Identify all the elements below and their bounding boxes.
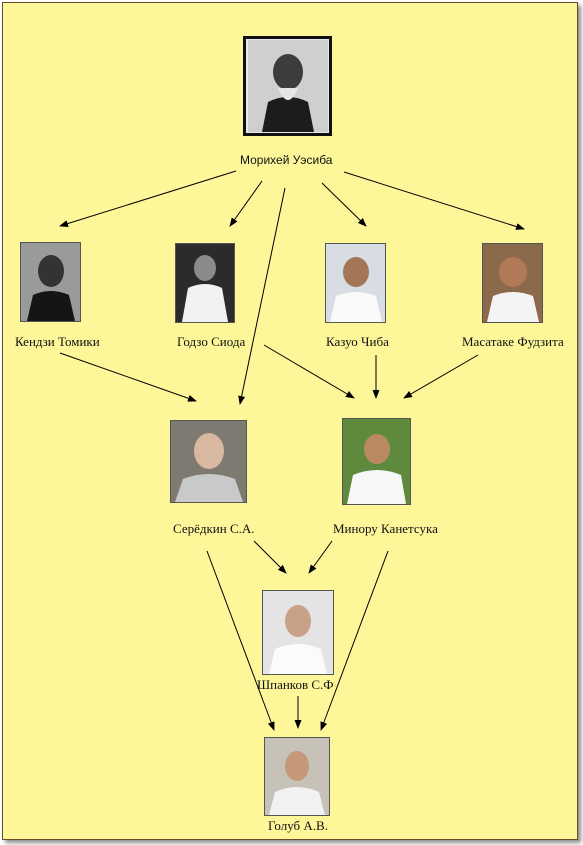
portrait-icon bbox=[483, 244, 542, 322]
arrow-seryodkin-to-shpankov bbox=[253, 540, 287, 574]
name-golub: Голуб А.В. bbox=[268, 818, 328, 833]
portrait-icon bbox=[326, 244, 385, 322]
photo-golub bbox=[264, 737, 330, 816]
portrait-icon bbox=[265, 738, 329, 815]
name-shpankov: Шпанков С.Ф bbox=[257, 677, 334, 692]
arrow-shioda-to-kanetsuka bbox=[263, 344, 355, 399]
name-tomiki: Кендзи Томики bbox=[15, 334, 100, 349]
name-kanetsuka: Минору Канетсука bbox=[333, 521, 438, 536]
arrow-ueshiba-to-shioda bbox=[229, 180, 263, 227]
photo-shpankov bbox=[262, 590, 334, 675]
portrait-icon bbox=[176, 244, 234, 322]
arrow-kanetsuka-to-shpankov bbox=[308, 540, 333, 574]
photo-shioda bbox=[175, 243, 235, 323]
name-seryodkin: Серёдкин С.А. bbox=[173, 521, 255, 536]
arrow-tomiki-to-seryodkin bbox=[59, 352, 197, 402]
photo-fujita bbox=[482, 243, 543, 323]
photo-chiba bbox=[325, 243, 386, 323]
arrow-ueshiba-to-fujita bbox=[343, 171, 525, 230]
arrow-ueshiba-to-tomiki bbox=[59, 170, 237, 227]
arrow-fujita-to-kanetsuka bbox=[403, 354, 479, 399]
portrait-icon bbox=[263, 591, 333, 674]
name-shioda: Годзо Сиода bbox=[177, 334, 246, 349]
arrow-seryodkin-to-golub bbox=[206, 550, 275, 731]
portrait-icon bbox=[171, 421, 246, 502]
photo-seryodkin bbox=[170, 420, 247, 503]
name-ueshiba: Морихей Уэсиба bbox=[240, 153, 333, 167]
name-chiba: Казуо Чиба bbox=[326, 334, 389, 349]
portrait-icon bbox=[21, 243, 80, 321]
photo-tomiki bbox=[20, 242, 81, 322]
name-fujita: Масатаке Фудзита bbox=[462, 334, 564, 349]
photo-ueshiba bbox=[243, 36, 332, 136]
lineage-chart-background bbox=[2, 2, 578, 840]
arrow-kanetsuka-to-golub bbox=[320, 550, 389, 731]
arrow-ueshiba-to-seryodkin bbox=[238, 187, 286, 405]
portrait-icon bbox=[343, 419, 410, 504]
portrait-icon bbox=[247, 40, 328, 132]
arrow-ueshiba-to-chiba bbox=[321, 182, 367, 227]
photo-kanetsuka bbox=[342, 418, 411, 505]
